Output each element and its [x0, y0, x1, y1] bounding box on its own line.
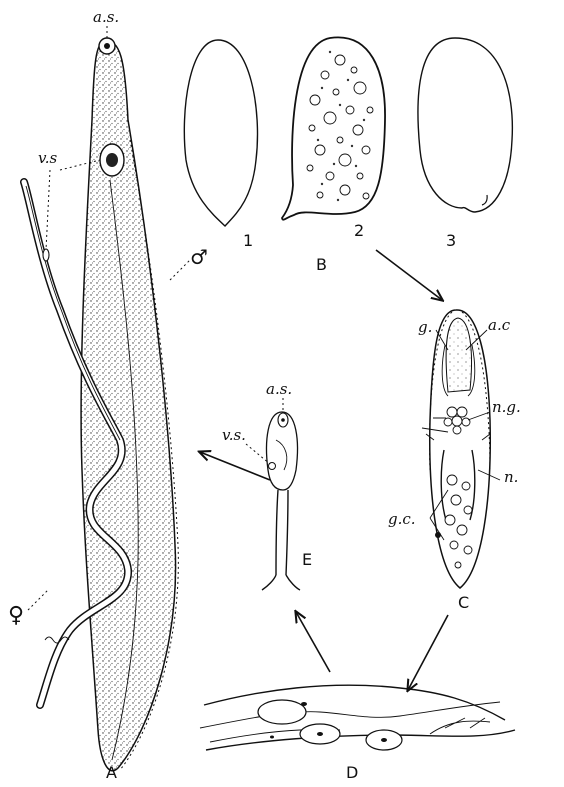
figure-c-miracidium [426, 310, 490, 588]
arrow-d-to-e [296, 612, 330, 672]
egg-rudimentary-spine [418, 38, 512, 212]
label-ac-c: a.c [488, 316, 511, 334]
label-ventral-sucker-e: v.s. [222, 426, 246, 444]
egg-number-1: 1 [243, 231, 253, 250]
egg-number-2: 2 [354, 221, 364, 240]
ventral-sucker [100, 144, 124, 176]
caption-e: E [302, 550, 312, 569]
caption-b: B [316, 255, 327, 274]
label-male: ♂ [190, 245, 208, 269]
label-n-c: n. [504, 468, 518, 486]
figure-e-cercaria [262, 412, 300, 590]
label-g-c: g. [418, 318, 432, 336]
egg-number-3: 3 [446, 231, 456, 250]
label-oral-sucker-a: a.s. [93, 8, 119, 26]
label-ventral-sucker-a: v.s [38, 149, 57, 167]
egg-lateral-spine [282, 37, 385, 219]
figure-b-eggs [184, 37, 512, 226]
caption-c: C [458, 593, 469, 612]
arrow-e-to-a [200, 452, 270, 480]
label-female: ♀ [8, 603, 24, 628]
label-gc-c: g.c. [388, 510, 416, 528]
figure-d-sporocysts [200, 685, 515, 750]
oral-sucker [99, 38, 115, 54]
egg-terminal-spine [184, 40, 257, 226]
male-worm-body [81, 42, 175, 771]
caption-a: A [106, 763, 117, 782]
arrow-c-to-d [408, 615, 448, 690]
label-oral-sucker-e: a.s. [266, 380, 292, 398]
figure-a-worm-pair [24, 38, 178, 771]
label-ng-c: n.g. [492, 398, 521, 416]
arrow-b-to-c [376, 250, 442, 300]
caption-d: D [346, 763, 358, 782]
